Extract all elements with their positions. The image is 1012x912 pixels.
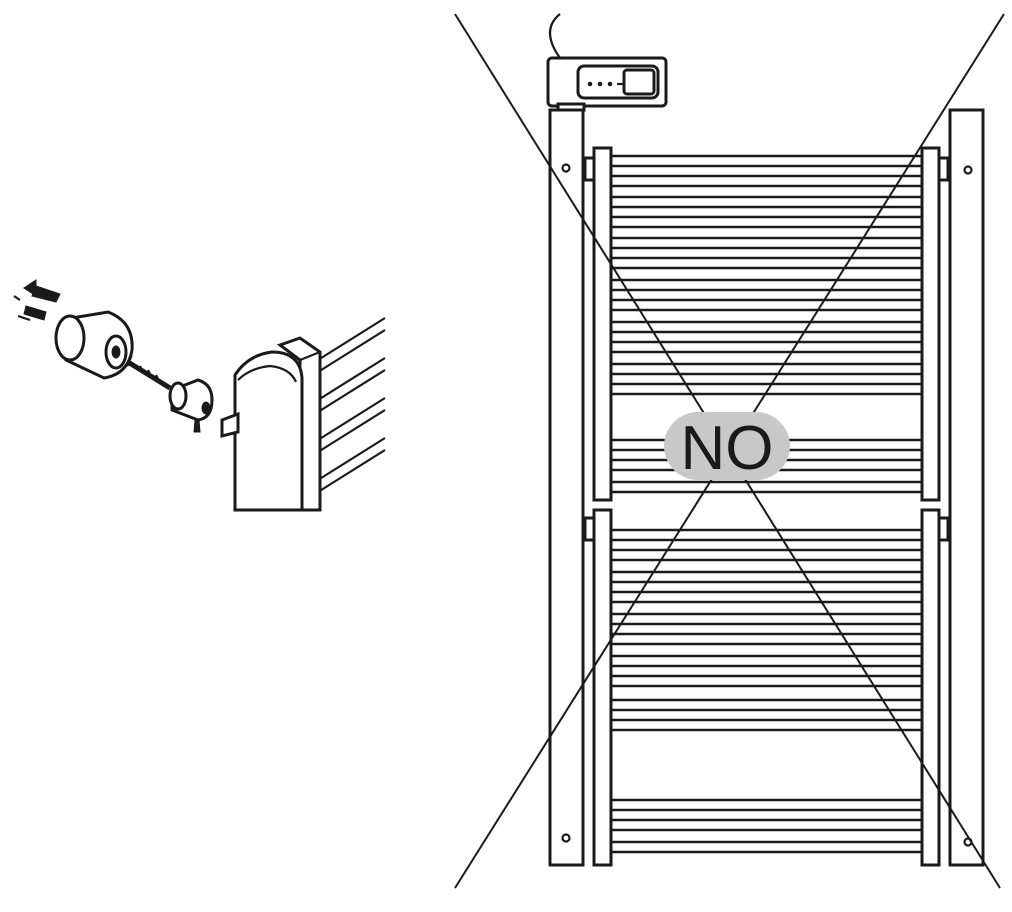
radiator-rail: [609, 362, 924, 376]
radiator-rail: [609, 798, 924, 812]
radiator-rail: [609, 818, 924, 832]
radiator-rail: [609, 195, 924, 209]
radiator-rail: [609, 548, 924, 562]
bracket-pin: [220, 411, 240, 438]
bracket-detail: [13, 279, 386, 512]
left-wall-post: [548, 108, 585, 867]
radiator-rail: [609, 256, 924, 270]
radiator-rail: [609, 174, 924, 188]
radiator-rail: [609, 698, 924, 712]
no-badge-text: NO: [681, 414, 774, 483]
wall-plug-icon: [13, 279, 61, 322]
radiator-rail: [609, 674, 924, 688]
radiator-rail: [609, 840, 924, 854]
radiator-rail: [609, 278, 924, 292]
right-wall-post: [948, 108, 985, 867]
no-badge: NO: [664, 412, 790, 483]
radiator-rail: [609, 236, 924, 250]
radiator-rail: [609, 298, 924, 312]
radiator-rail: [609, 480, 924, 494]
radiator-rail: [609, 320, 924, 334]
bracket-cap: [168, 378, 214, 433]
wall-mount-bracket-icon: [54, 310, 134, 380]
towel-rail-radiator-icon: [546, 13, 985, 867]
right-bar-upper: [920, 146, 941, 502]
rail-side-profile: [233, 336, 322, 512]
radiator-detail-rails: [317, 317, 386, 493]
radiator-rail: [609, 718, 924, 732]
radiator-rail: [609, 528, 924, 542]
radiator-rail: [609, 590, 924, 604]
electric-heating-element-icon: [546, 13, 668, 112]
radiator-rail: [609, 570, 924, 584]
radiator-rail: [609, 654, 924, 668]
radiator-rail: [609, 340, 924, 354]
radiator-rail: [609, 154, 924, 168]
left-bar-upper: [592, 146, 613, 502]
left-bar-lower: [592, 508, 613, 867]
right-bar-lower: [920, 508, 941, 867]
radiator-rails: [609, 154, 924, 854]
radiator-rail: [609, 612, 924, 626]
radiator-rail: [609, 632, 924, 646]
